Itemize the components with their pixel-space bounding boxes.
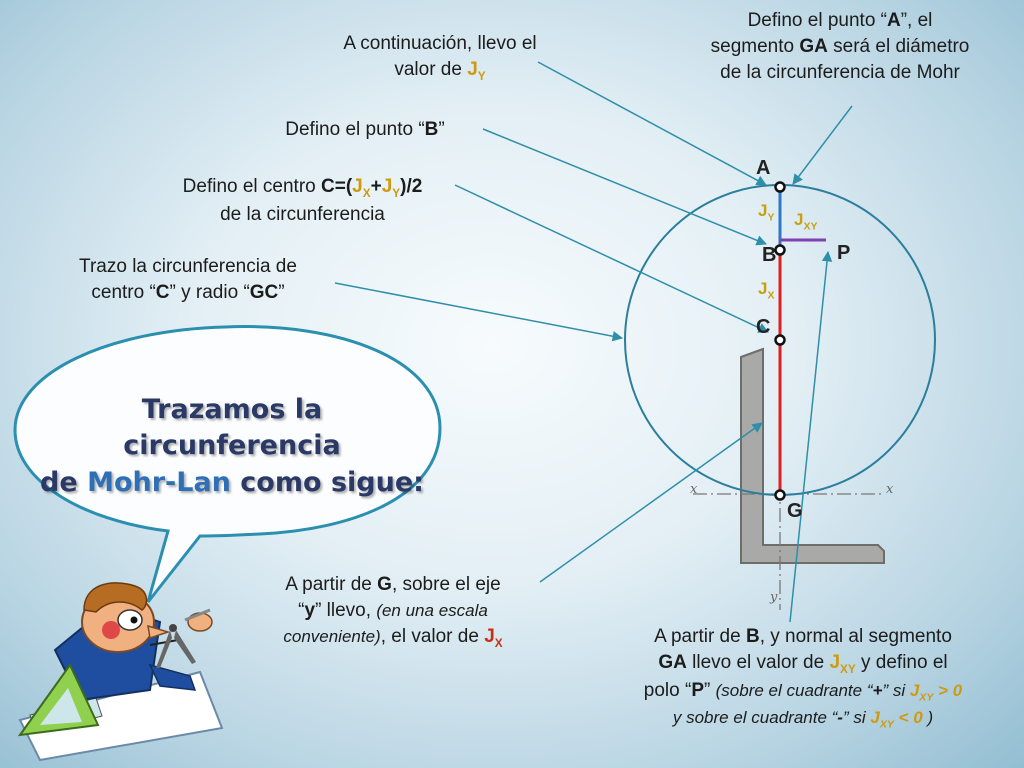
note-p-text: A partir de [654, 626, 746, 647]
plus-sign: + [872, 681, 883, 701]
point-b [774, 244, 786, 256]
note-jx: A partir de G, sobre el eje “y” llevo, (… [242, 572, 544, 652]
note-pole: A partir de B, y normal al segmento GA l… [643, 626, 963, 731]
label-jy: JY [758, 201, 775, 224]
note-p-italic3: y sobre el cuadrante “ [672, 708, 838, 728]
label-b-ref: B [424, 119, 439, 140]
note-p-italic4: ” si [842, 708, 871, 728]
bubble-title-rest: como sigue: [230, 466, 424, 498]
note-c-text2: de la circunferencia [220, 204, 385, 226]
note-circle-text: Trazo la circunferencia de [79, 256, 297, 277]
axis-y-label: y [770, 590, 778, 605]
arrow-point-b [482, 128, 767, 246]
note-p-text4: y defino el [855, 652, 948, 674]
axis-x-left-label: x [690, 482, 698, 497]
point-a [774, 181, 786, 193]
note-b-text2: ” [438, 119, 445, 140]
note-p-text5: polo “ [643, 680, 692, 702]
note-jx-text2: , sobre el eje [391, 574, 501, 595]
note-a-text4: será el diámetro [827, 36, 970, 58]
arrow-pole-p [789, 250, 833, 623]
note-a-text: Defino el punto “ [747, 10, 887, 31]
label-p-ref: P [691, 680, 705, 702]
label-p: P [837, 242, 851, 264]
label-gc-ref: GC [249, 282, 279, 304]
label-y-ref: y [304, 600, 316, 622]
minus-sign: - [837, 708, 843, 728]
jy-symbol: JY [467, 59, 486, 84]
arrow-jy [537, 61, 767, 186]
label-jxy: JXY [794, 210, 818, 233]
note-jy-line2: valor de [394, 59, 468, 81]
note-jx-text3: , el valor de [380, 626, 485, 648]
bubble-title-de: de [40, 466, 88, 498]
center-formula: C=(JX+JY)/2 [321, 176, 423, 200]
engineer-cartoon [17, 582, 224, 762]
note-a-text2: ”, el [900, 10, 933, 31]
note-jx-q1: “ [298, 600, 305, 622]
axis-x-right-label: x [886, 482, 894, 497]
point-c [774, 334, 786, 346]
note-p-text6: ” [704, 680, 716, 702]
label-c-ref: C [155, 282, 170, 304]
label-jx: JX [758, 279, 775, 302]
note-jx-italic1: (en una escala [376, 601, 488, 621]
arrow-circle [334, 282, 624, 342]
note-circle-text3: ” y radio “ [169, 282, 250, 304]
note-p-italic1: (sobre el cuadrante “ [715, 681, 873, 701]
note-b-text: Defino el punto “ [285, 119, 425, 140]
note-jx-italic2: conveniente) [283, 627, 381, 647]
label-g: G [787, 500, 803, 522]
bubble-title: Trazamos la circunferencia de Mohr-Lan c… [32, 392, 432, 501]
note-circle: Trazo la circunferencia de centro “C” y … [38, 254, 338, 306]
note-p-text2: , y normal al segmento [759, 626, 952, 647]
note-a-text3: segmento [710, 36, 800, 58]
label-ga-ref: GA [799, 36, 828, 58]
note-center: Defino el centro C=(JX+JY)/2 de la circu… [140, 174, 465, 228]
label-a: A [756, 157, 771, 179]
label-b: B [762, 244, 777, 266]
jxy-symbol: JXY [829, 652, 856, 677]
note-jx-q2: ” llevo, [315, 600, 377, 622]
note-p-italic2: ” si [882, 681, 910, 701]
speech-bubble [13, 325, 442, 603]
note-circle-text2: centro “ [91, 282, 156, 304]
label-ga-ref2: GA [658, 652, 687, 674]
label-g-ref: G [377, 574, 392, 595]
jx-symbol: JX [484, 626, 503, 651]
note-point-a: Defino el punto “A”, el segmento GA será… [670, 8, 1010, 87]
label-c: C [756, 316, 771, 338]
bubble-title-line1: Trazamos la circunferencia [123, 394, 341, 462]
arrow-jx [539, 422, 763, 583]
note-jy-line1: A continuación, llevo el [343, 33, 537, 54]
note-circle-text4: ” [278, 282, 285, 304]
bubble-title-mohr: Mohr-Lan [87, 466, 231, 498]
note-a-text5: de la circunferencia de Mohr [720, 62, 960, 84]
note-p-close: ) [922, 708, 934, 728]
note-p-text3: llevo el valor de [686, 652, 830, 674]
label-b-ref2: B [745, 626, 760, 647]
arrow-point-a [792, 105, 853, 185]
arrow-center-c [454, 184, 769, 333]
note-jy: A continuación, llevo el valor de JY [300, 31, 580, 85]
note-c-text: Defino el centro [182, 176, 322, 197]
point-g [774, 489, 786, 501]
note-jx-text: A partir de [285, 574, 378, 595]
label-a-ref: A [887, 10, 901, 31]
note-point-b: Defino el punto “B” [245, 117, 485, 143]
